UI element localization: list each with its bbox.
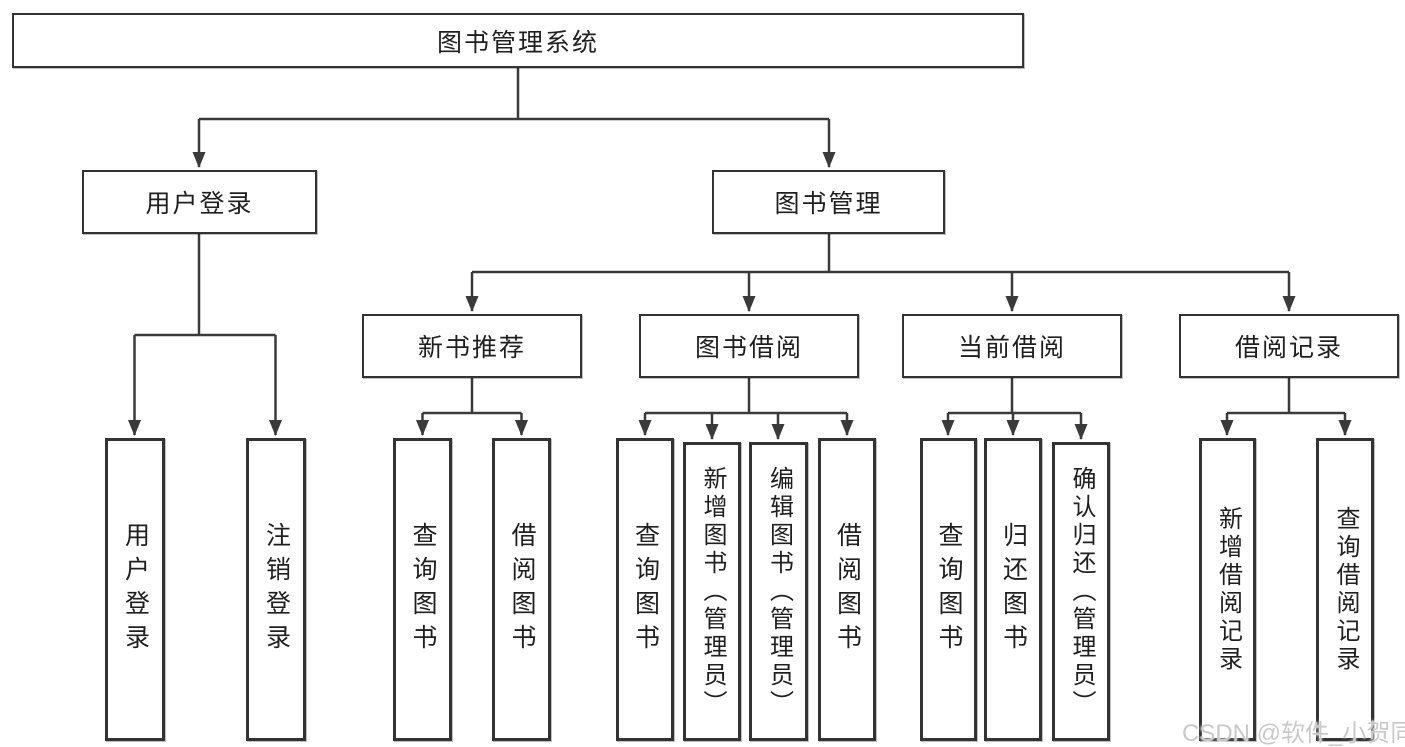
node-label: 查询图书: [409, 521, 437, 658]
node-label: 注销登录: [262, 521, 291, 658]
csdn-watermark: CSDN @软件_小贺同学: [1182, 720, 1405, 747]
node-label: 用户登录: [121, 521, 150, 658]
leaf-borrow-books: 借阅图书: [818, 438, 876, 741]
leaf-add-borrow-record: 新增借阅记录: [1199, 438, 1256, 741]
connector-trunks: [134, 68, 1345, 415]
node-label: 新增图书（管理员）: [699, 465, 726, 718]
node-label: 用户登录: [145, 190, 254, 218]
leaf-borrow-books-recommend: 借阅图书: [492, 438, 551, 741]
leaf-edit-books-admin: 编辑图书（管理员）: [749, 442, 808, 741]
node-label: 图书借阅: [694, 334, 803, 362]
node-label: 查询借阅记录: [1332, 505, 1359, 674]
node-label: 图书管理: [774, 190, 883, 218]
leaf-add-books-admin: 新增图书（管理员）: [683, 442, 741, 741]
leaf-query-books-recommend: 查询图书: [393, 438, 452, 741]
node-label: 借阅图书: [833, 521, 862, 658]
node-label: 借阅记录: [1234, 334, 1343, 362]
leaf-logout: 注销登录: [246, 438, 306, 741]
node-book-management-branch: 图书管理: [712, 170, 945, 234]
node-label: 新增借阅记录: [1214, 505, 1242, 674]
node-label: 查询图书: [935, 521, 963, 658]
leaf-user-login: 用户登录: [105, 438, 165, 741]
node-borrowing-records: 借阅记录: [1179, 314, 1399, 378]
node-label: 归还图书: [999, 521, 1028, 658]
node-label: 编辑图书（管理员）: [765, 465, 793, 718]
node-current-borrowing: 当前借阅: [902, 314, 1122, 378]
node-label: 查询图书: [631, 521, 660, 658]
node-label: 新书推荐: [417, 334, 526, 362]
leaf-confirm-return-admin: 确认归还（管理员）: [1052, 442, 1110, 741]
node-library-management-system: 图书管理系统: [12, 13, 1024, 68]
leaf-query-books-current: 查询图书: [920, 438, 977, 741]
node-label: 图书管理系统: [436, 28, 599, 57]
node-new-book-recommendation: 新书推荐: [362, 314, 582, 378]
leaf-return-books: 归还图书: [984, 438, 1042, 741]
node-book-borrowing: 图书借阅: [639, 314, 859, 378]
connector-arrows: [128, 119, 1352, 440]
node-user-login-branch: 用户登录: [82, 170, 317, 234]
leaf-query-books-borrowing: 查询图书: [616, 438, 674, 741]
leaf-query-borrow-record: 查询借阅记录: [1316, 438, 1374, 741]
node-label: 确认归还（管理员）: [1068, 465, 1095, 718]
node-label: 借阅图书: [508, 521, 536, 658]
node-label: 当前借阅: [957, 334, 1066, 362]
